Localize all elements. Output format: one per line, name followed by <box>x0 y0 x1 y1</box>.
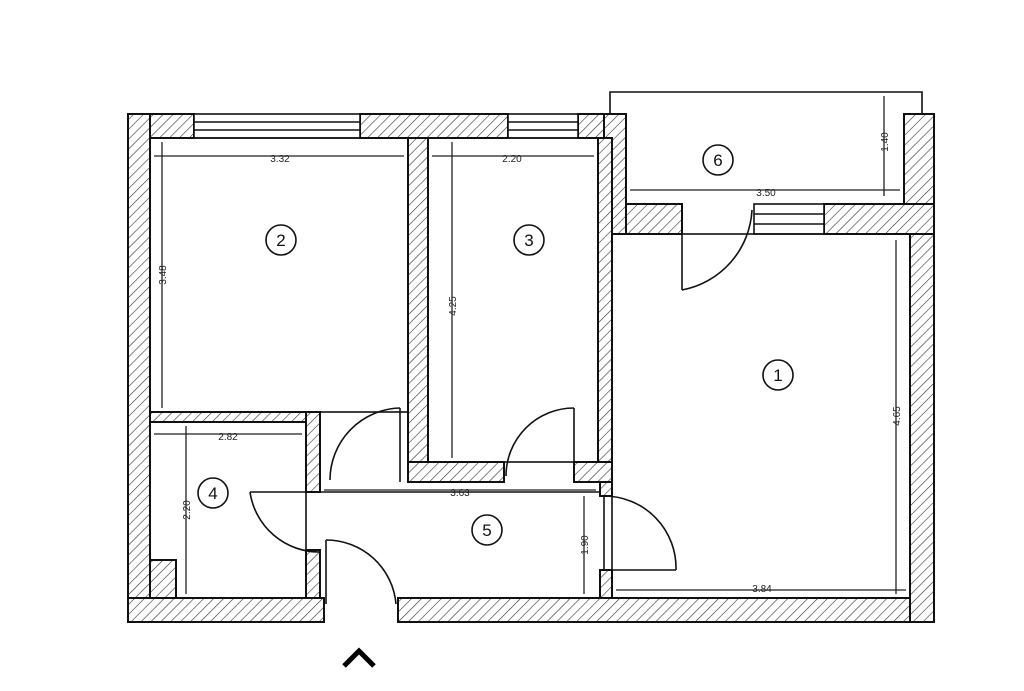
svg-text:3: 3 <box>524 231 533 250</box>
dim-room6-depth: 1.40 <box>880 132 891 152</box>
svg-text:2: 2 <box>276 231 285 250</box>
dim-room2-height: 3.48 <box>158 265 169 285</box>
dimension-labels: 3.32 3.48 2.20 4.25 3.50 1.40 4.65 3.84 … <box>158 132 903 595</box>
dim-room3-width: 2.20 <box>502 154 522 165</box>
dim-room1-width: 3.84 <box>752 584 772 595</box>
dim-room1-height: 4.65 <box>892 406 903 426</box>
svg-text:4: 4 <box>208 484 217 503</box>
room-1-marker: 1 <box>762 359 794 391</box>
svg-text:6: 6 <box>713 151 722 170</box>
room-4-marker: 4 <box>197 477 229 509</box>
room-2-marker: 2 <box>265 224 297 256</box>
balcony <box>609 91 935 205</box>
room-6-marker: 6 <box>702 144 734 176</box>
svg-text:1: 1 <box>773 366 782 385</box>
room-outlines <box>149 137 911 599</box>
svg-text:5: 5 <box>482 521 491 540</box>
room-3-marker: 3 <box>513 224 545 256</box>
interior-walls <box>149 137 613 599</box>
dim-room2-width: 3.32 <box>270 154 290 165</box>
dim-room6-width: 3.50 <box>756 188 776 199</box>
windows <box>193 113 825 235</box>
doors <box>249 204 753 605</box>
dim-room4-width: 2.82 <box>218 432 238 443</box>
dim-room4-height: 2.20 <box>182 500 193 520</box>
dim-room3-height: 4.25 <box>448 296 459 316</box>
room-markers: 1 2 3 4 5 6 <box>197 144 794 546</box>
entrance-arrow-icon <box>342 647 376 668</box>
dim-hall-width: 3.63 <box>450 488 470 499</box>
dim-hall-depth: 1.90 <box>580 535 591 555</box>
dimension-lines <box>154 96 906 594</box>
room-5-marker: 5 <box>471 514 503 546</box>
